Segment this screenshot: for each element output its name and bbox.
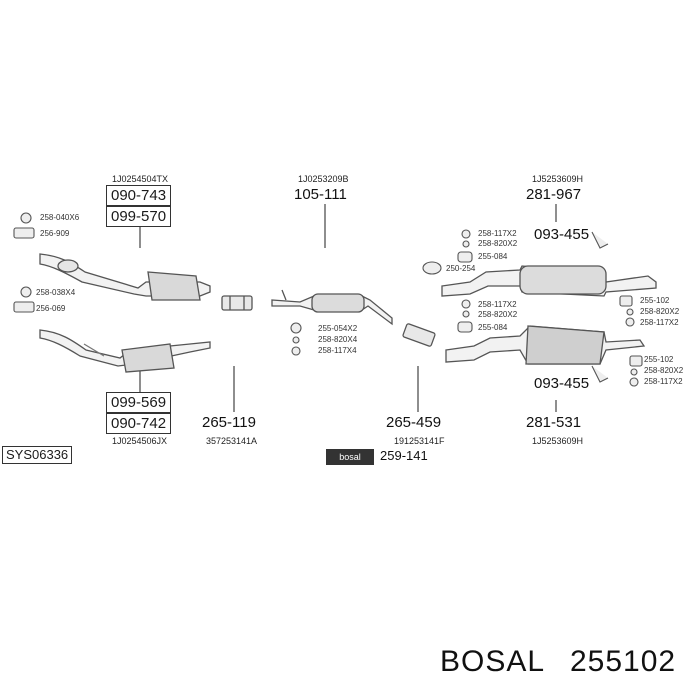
hanger-icon bbox=[457, 251, 473, 263]
gasket-icon bbox=[13, 227, 35, 239]
nut-icon bbox=[461, 299, 471, 309]
bracket-icon bbox=[591, 365, 609, 383]
ref-middle-top: 1J0253209B bbox=[298, 174, 349, 184]
part-265-459[interactable]: 265-459 bbox=[386, 414, 442, 431]
part-label[interactable]: 255-084 bbox=[478, 252, 508, 261]
part-label[interactable]: 256-909 bbox=[40, 229, 70, 238]
middle-pipe bbox=[271, 289, 393, 326]
bosal-logo: bosal bbox=[326, 449, 374, 465]
part-label[interactable]: 255-102 bbox=[640, 296, 670, 305]
nut-icon bbox=[20, 286, 32, 298]
nut-icon bbox=[629, 377, 639, 387]
nut-icon bbox=[20, 212, 32, 224]
part-label[interactable]: 258-820X2 bbox=[640, 307, 680, 316]
part-281-531[interactable]: 281-531 bbox=[526, 414, 582, 431]
brand-name: BOSAL bbox=[440, 645, 546, 678]
rear-muffler-lower bbox=[445, 325, 646, 365]
hanger-icon bbox=[629, 355, 643, 367]
part-label[interactable]: 258-040X6 bbox=[40, 213, 80, 222]
part-259-141[interactable]: 259-141 bbox=[380, 448, 428, 463]
part-label[interactable]: 258-117X2 bbox=[478, 300, 517, 309]
part-front-top-1[interactable]: 090-743 bbox=[106, 185, 172, 206]
main-part-number: 255102 bbox=[570, 645, 677, 678]
clamp-icon bbox=[422, 261, 442, 275]
small-part-icons bbox=[13, 212, 643, 387]
front-pipe-upper bbox=[39, 253, 211, 301]
hanger-icon bbox=[457, 321, 473, 333]
part-label[interactable]: 255-102 bbox=[644, 355, 674, 364]
part-label[interactable]: 258-117X2 bbox=[644, 377, 683, 386]
washer-icon bbox=[462, 310, 470, 318]
nut-icon bbox=[625, 317, 635, 327]
gasket-icon bbox=[13, 301, 35, 313]
bracket-icon bbox=[591, 231, 609, 249]
part-label[interactable]: 258-038X4 bbox=[36, 288, 76, 297]
part-265-119[interactable]: 265-119 bbox=[202, 414, 256, 431]
washer-icon bbox=[626, 308, 634, 316]
washer-icon bbox=[292, 336, 300, 344]
washer-icon bbox=[462, 240, 470, 248]
system-code: SYS06336 bbox=[2, 446, 73, 464]
connector-clamp-left bbox=[221, 295, 253, 311]
ref-middle-bottom: 191253141F bbox=[394, 436, 445, 446]
rear-muffler-upper bbox=[441, 265, 657, 297]
part-label[interactable]: 258-820X2 bbox=[478, 310, 518, 319]
part-label[interactable]: 258-820X2 bbox=[478, 239, 518, 248]
ref-front-top: 1J0254504TX bbox=[112, 174, 169, 184]
washer-icon bbox=[630, 368, 638, 376]
nut-icon bbox=[461, 229, 471, 239]
part-front-top-2[interactable]: 099-570 bbox=[106, 206, 172, 227]
ref-connector: 357253141A bbox=[206, 436, 258, 446]
part-093-455-bottom[interactable]: 093-455 bbox=[534, 375, 590, 392]
part-281-967[interactable]: 281-967 bbox=[526, 186, 582, 203]
part-label[interactable]: 258-117X4 bbox=[318, 346, 357, 355]
part-105-111[interactable]: 105-111 bbox=[294, 186, 347, 203]
ref-rear-top: 1J5253609H bbox=[532, 174, 584, 184]
part-label[interactable]: 255-084 bbox=[478, 323, 508, 332]
hanger-icon bbox=[290, 322, 302, 334]
part-label[interactable]: 258-117X2 bbox=[640, 318, 679, 327]
part-label[interactable]: 255-054X2 bbox=[318, 324, 358, 333]
part-front-bottom-2[interactable]: 090-742 bbox=[106, 413, 172, 434]
nut-icon bbox=[291, 346, 301, 356]
part-label[interactable]: 258-820X4 bbox=[318, 335, 358, 344]
part-front-bottom-1[interactable]: 099-569 bbox=[106, 392, 172, 413]
front-pipe-lower bbox=[39, 329, 211, 373]
part-label[interactable]: 256-069 bbox=[36, 304, 66, 313]
part-label[interactable]: 258-820X2 bbox=[644, 366, 684, 375]
hanger-icon bbox=[619, 295, 633, 307]
ref-rear-bottom: 1J5253609H bbox=[532, 436, 584, 446]
part-label[interactable]: 250-254 bbox=[446, 264, 476, 273]
ref-front-bottom: 1J0254506JX bbox=[112, 436, 168, 446]
part-093-455-top[interactable]: 093-455 bbox=[534, 226, 590, 243]
part-label[interactable]: 258-117X2 bbox=[478, 229, 517, 238]
connector-clamp-right bbox=[402, 323, 436, 347]
